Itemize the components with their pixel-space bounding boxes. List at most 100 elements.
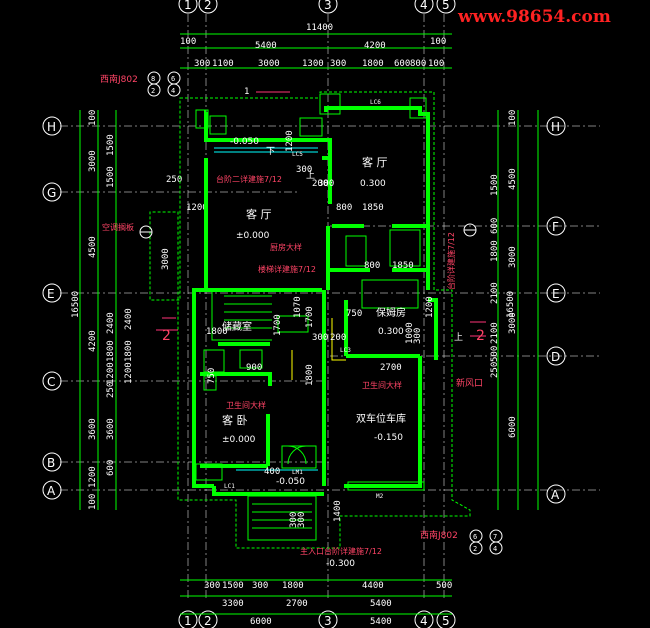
interior-details bbox=[156, 91, 486, 541]
svg-text:1200: 1200 bbox=[124, 362, 134, 384]
note-ac-bracket: 空调搁板 bbox=[102, 222, 134, 232]
svg-text:8: 8 bbox=[151, 75, 155, 83]
svg-text:LC5: LC5 bbox=[292, 151, 303, 158]
svg-text:4200: 4200 bbox=[88, 330, 98, 352]
stair-down-label: 下 bbox=[266, 147, 275, 157]
svg-text:5400: 5400 bbox=[370, 599, 392, 609]
svg-text:LC6: LC6 bbox=[370, 99, 381, 106]
svg-text:4500: 4500 bbox=[88, 236, 98, 258]
svg-text:1200: 1200 bbox=[425, 296, 435, 318]
stair-up-label-2: 上 bbox=[454, 332, 463, 343]
svg-text:1700: 1700 bbox=[305, 306, 315, 328]
svg-text:M2: M2 bbox=[376, 493, 384, 500]
axis-right-H: H bbox=[551, 120, 560, 134]
exterior-walls bbox=[192, 106, 438, 496]
svg-text:LC1: LC1 bbox=[224, 483, 235, 490]
svg-text:1800: 1800 bbox=[282, 581, 304, 591]
axis-top-2: 2 bbox=[204, 0, 212, 12]
svg-text:1200: 1200 bbox=[106, 362, 116, 384]
svg-text:300: 300 bbox=[204, 581, 220, 591]
axis-right-E: E bbox=[552, 287, 560, 301]
svg-text:1500: 1500 bbox=[222, 581, 244, 591]
svg-text:1800: 1800 bbox=[362, 59, 384, 69]
axis-bottom-5: 5 bbox=[442, 614, 450, 628]
svg-text:16500: 16500 bbox=[71, 291, 81, 318]
svg-text:1850: 1850 bbox=[392, 261, 414, 271]
svg-text:2: 2 bbox=[151, 87, 155, 95]
svg-text:2700: 2700 bbox=[286, 599, 308, 609]
svg-text:250: 250 bbox=[106, 382, 116, 398]
svg-text:3600: 3600 bbox=[106, 418, 116, 440]
svg-text:1100: 1100 bbox=[212, 59, 234, 69]
note-stair-detail: 楼梯详建施7/12 bbox=[258, 264, 316, 274]
section-number: 1 bbox=[244, 87, 249, 97]
note-air-inlet: 新风口 bbox=[456, 377, 483, 389]
dimension-top: 11400 100 5400 4200 100 300 1100 3000 13… bbox=[180, 23, 452, 69]
svg-text:750: 750 bbox=[346, 309, 362, 319]
svg-text:LC3: LC3 bbox=[340, 347, 351, 354]
svg-text:4200: 4200 bbox=[364, 41, 386, 51]
level-terrace: -0.050 bbox=[230, 137, 259, 147]
axis-top-3: 3 bbox=[324, 0, 332, 12]
note-west-south-bottom: 西南J802 bbox=[420, 529, 458, 541]
detail-reference-bottom: 6 7 2 4 bbox=[469, 529, 503, 555]
note-step-right: 台阶详建施7/12 bbox=[446, 232, 456, 290]
svg-text:2400: 2400 bbox=[106, 312, 116, 334]
svg-text:100: 100 bbox=[428, 59, 444, 69]
dimension-left: 16500 100 3000 4500 4200 3600 1200 100 1… bbox=[71, 110, 208, 510]
svg-text:2100: 2100 bbox=[490, 322, 500, 344]
svg-text:300: 300 bbox=[318, 179, 334, 189]
svg-text:2100: 2100 bbox=[490, 282, 500, 304]
svg-text:1800: 1800 bbox=[206, 327, 228, 337]
svg-text:1800: 1800 bbox=[106, 340, 116, 362]
svg-text:6000: 6000 bbox=[508, 416, 518, 438]
room-garage: 双车位车库 bbox=[356, 412, 406, 425]
level-guest-bedroom: ±0.000 bbox=[222, 435, 256, 445]
svg-text:1850: 1850 bbox=[362, 203, 384, 213]
svg-text:200: 200 bbox=[330, 333, 346, 343]
note-kitchen-detail: 厨房大样 bbox=[270, 242, 302, 252]
svg-text:6: 6 bbox=[473, 533, 477, 541]
svg-text:500: 500 bbox=[436, 581, 452, 591]
section-mark-left: 2 bbox=[162, 328, 171, 344]
svg-text:5400: 5400 bbox=[255, 41, 277, 51]
svg-text:1500: 1500 bbox=[106, 166, 116, 188]
axis-left-E: E bbox=[47, 287, 55, 301]
room-living-main: 客 厅 bbox=[246, 207, 272, 221]
svg-text:4400: 4400 bbox=[362, 581, 384, 591]
svg-text:1500: 1500 bbox=[490, 174, 500, 196]
svg-text:300: 300 bbox=[296, 165, 312, 175]
svg-text:3000: 3000 bbox=[508, 312, 518, 334]
axis-left-G: G bbox=[47, 186, 56, 200]
svg-text:300: 300 bbox=[289, 512, 299, 528]
level-living-upper: 0.300 bbox=[360, 179, 386, 189]
axis-bottom-1: 1 bbox=[184, 614, 192, 628]
svg-text:900: 900 bbox=[246, 363, 262, 373]
svg-text:1300: 1300 bbox=[302, 59, 324, 69]
svg-text:4500: 4500 bbox=[508, 168, 518, 190]
svg-text:250: 250 bbox=[490, 362, 500, 378]
dim-top-total: 11400 bbox=[306, 23, 333, 33]
svg-text:6: 6 bbox=[171, 75, 175, 83]
svg-text:100: 100 bbox=[430, 37, 446, 47]
svg-text:300: 300 bbox=[330, 59, 346, 69]
svg-text:3300: 3300 bbox=[222, 599, 244, 609]
room-labels: 客 厅 0.300 客 厅 ±0.000 储藏室 客 卧 ±0.000 保姆房 … bbox=[222, 137, 406, 569]
axis-right-A: A bbox=[551, 488, 560, 502]
svg-text:5400: 5400 bbox=[370, 617, 392, 627]
level-nanny: 0.300 bbox=[378, 327, 404, 337]
svg-text:800: 800 bbox=[336, 203, 352, 213]
note-step-top: 台阶二详建施7/12 bbox=[216, 174, 282, 184]
svg-text:1700: 1700 bbox=[273, 314, 283, 336]
svg-text:2400: 2400 bbox=[124, 308, 134, 330]
axis-left-B: B bbox=[47, 456, 55, 470]
level-living-main: ±0.000 bbox=[236, 231, 270, 241]
svg-text:750: 750 bbox=[207, 368, 217, 384]
room-guest-bedroom: 客 卧 bbox=[222, 413, 248, 427]
svg-text:600: 600 bbox=[106, 460, 116, 476]
roof-eave-outline bbox=[149, 91, 471, 549]
room-nanny: 保姆房 bbox=[376, 306, 406, 319]
svg-text:1800: 1800 bbox=[124, 340, 134, 362]
svg-text:600: 600 bbox=[394, 59, 410, 69]
